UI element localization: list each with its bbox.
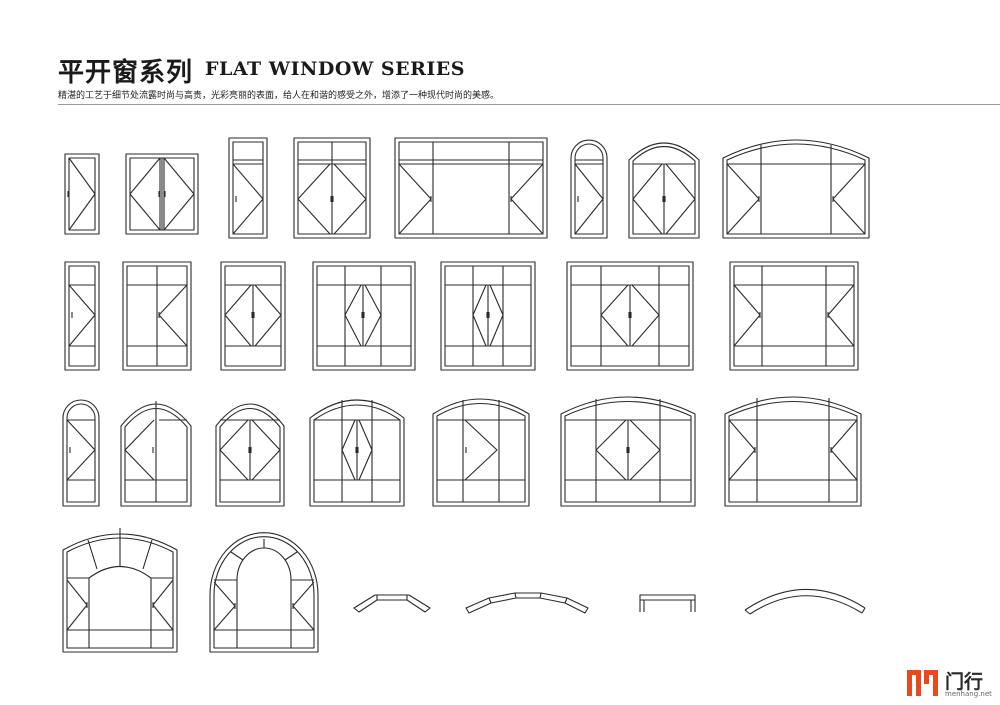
window-drawing-r4-2 [209, 532, 319, 653]
window-drawing-r3-3 [215, 403, 285, 507]
window-drawing-r4-1 [62, 528, 178, 653]
window-drawing-r1-3 [228, 137, 268, 239]
page-title-en: FLAT WINDOW SERIES [205, 58, 465, 80]
window-drawing-r3-2 [120, 401, 192, 507]
profile-section-bay [353, 594, 431, 613]
page-subtitle: 精湛的工艺于细节处流露时尚与高贵，光彩亮丽的表面，给人在和谐的感受之外，增添了一… [58, 91, 500, 101]
window-drawing-r3-5 [432, 398, 530, 507]
page-title-cn: 平开窗系列 [58, 58, 194, 88]
window-drawing-r2-7 [729, 261, 859, 371]
menhang-logo-icon [907, 670, 938, 696]
profile-section-flat [639, 594, 696, 612]
window-drawing-r1-2 [125, 153, 199, 235]
window-drawing-r1-5 [394, 137, 548, 239]
window-drawing-r3-4 [309, 399, 405, 507]
window-drawing-r2-6 [566, 261, 694, 371]
window-drawing-r3-7 [724, 396, 862, 507]
window-drawing-r1-6 [570, 139, 608, 239]
window-drawing-r3-1 [62, 399, 100, 507]
window-drawing-r2-3 [220, 261, 286, 371]
header-divider [58, 104, 1000, 105]
window-drawing-r3-6 [560, 396, 696, 507]
window-drawing-r1-8 [722, 139, 870, 239]
profile-section-arc [744, 588, 866, 615]
window-drawing-r1-4 [293, 137, 371, 239]
logo-name: 门行 [945, 671, 984, 693]
window-drawing-r2-5 [440, 261, 536, 371]
window-drawing-r2-1 [64, 261, 100, 371]
profile-section-bow [465, 592, 589, 614]
window-drawing-r2-4 [312, 261, 416, 371]
window-drawing-r2-2 [122, 261, 192, 371]
window-drawing-r1-1 [64, 153, 100, 235]
logo-url: menhang.net [945, 690, 992, 698]
window-drawing-r1-7 [628, 142, 700, 239]
